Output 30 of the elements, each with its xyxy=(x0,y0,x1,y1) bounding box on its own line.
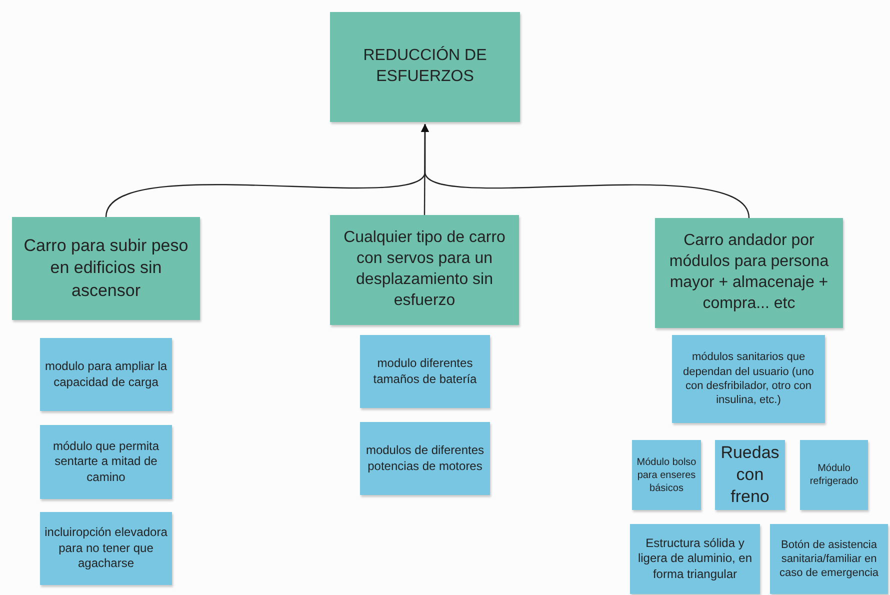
module-note xyxy=(630,524,760,594)
module-note xyxy=(40,338,172,411)
topic-box xyxy=(330,12,520,122)
connector-arrow xyxy=(421,124,750,218)
topic-box xyxy=(12,217,200,320)
module-note xyxy=(360,335,490,408)
topic-box xyxy=(330,215,519,325)
module-note xyxy=(770,524,888,594)
node-text: Ruedas con freno xyxy=(720,442,780,508)
node-text: módulo que permita sentarte a mitad de camino xyxy=(52,438,160,486)
node-text: modulo para ampliar la capacidad de carga xyxy=(44,358,168,390)
node-text: módulos sanitarios que dependan del usuario (uno con desfribilador, otro con insulina, etc.) xyxy=(682,350,815,408)
node-text: incluiropción elevadora para no tener que agacharse xyxy=(44,525,168,572)
node-text: Carro para subir peso en edificios sin ascensor xyxy=(22,235,190,302)
module-note xyxy=(632,440,701,510)
module-note xyxy=(360,422,490,495)
topic-box xyxy=(655,218,843,328)
node-text: Estructura sólida y ligera de aluminio, en forma triangular xyxy=(636,536,754,582)
node-text: Módulo bolso para enseres básicos xyxy=(636,456,697,494)
module-note xyxy=(672,335,825,423)
module-note xyxy=(40,425,172,499)
node-text: Botón de asistencia sanitaria/familiar en caso de emergencia xyxy=(778,538,880,580)
module-note xyxy=(40,512,172,585)
node-text: modulos de diferentes potencias de motores xyxy=(364,442,486,474)
node-text: REDUCCIÓN DE ESFUERZOS xyxy=(362,46,488,87)
node-text: Módulo refrigerado xyxy=(808,462,860,488)
module-note xyxy=(800,440,868,510)
node-text: Cualquier tipo de carro con servos para un desplazamiento sin esfuerzo xyxy=(342,228,506,311)
node-text: modulo diferentes tamaños de batería xyxy=(372,356,478,388)
node-text: Carro andador por módulos para persona mayor + almacenaje + compra... etc xyxy=(668,231,830,314)
